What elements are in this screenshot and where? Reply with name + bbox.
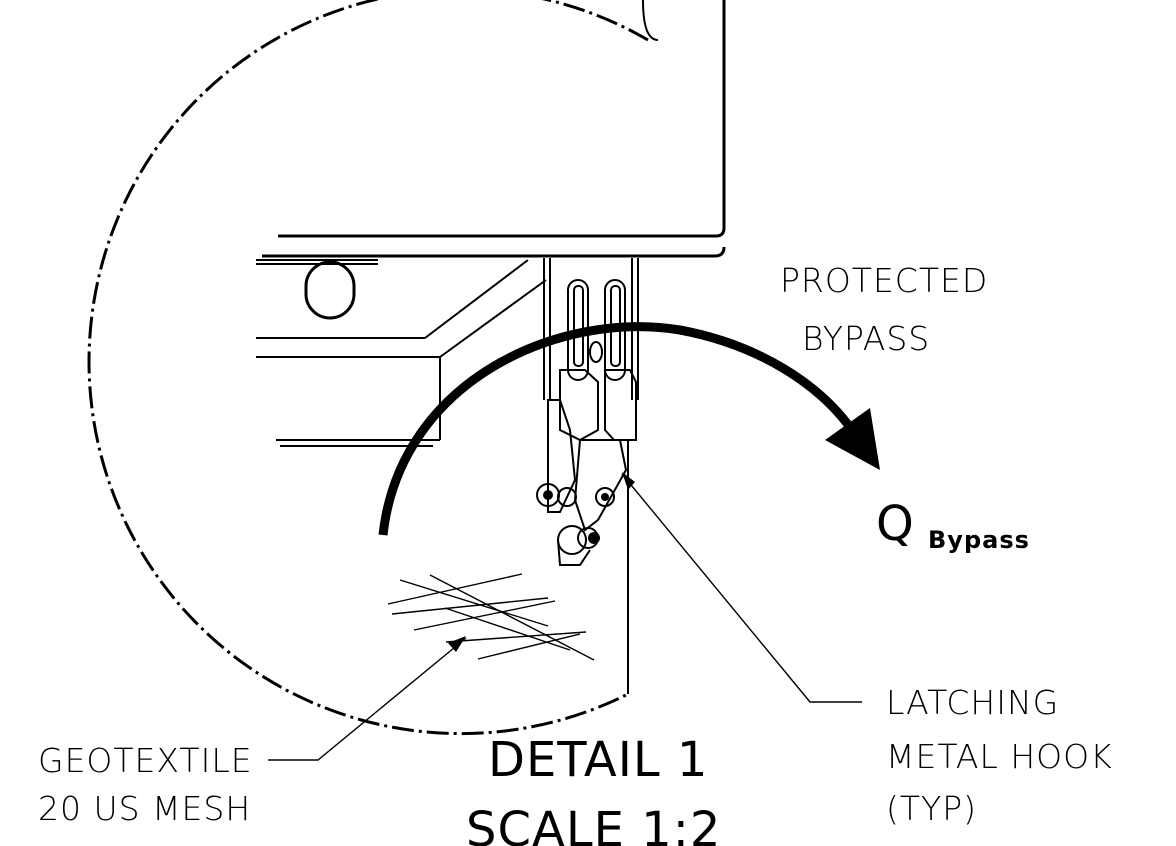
hook-rollers — [536, 483, 615, 566]
latching-hook-label-line3: (TYP) — [886, 789, 977, 828]
bypass-flow-arrow — [378, 322, 880, 536]
leader-lines — [268, 472, 862, 761]
latching-hook-label-line1: LATCHING — [886, 683, 1059, 722]
protected-bypass-label-line2: BYPASS — [802, 319, 930, 358]
detail-scale: SCALE 1:2 — [466, 802, 721, 846]
geotextile-label-line2: 20 US MESH — [38, 789, 251, 828]
housing-top — [262, 0, 726, 258]
detail-title: DETAIL 1 — [488, 732, 708, 788]
oval-slot — [304, 260, 356, 320]
frame-lines — [256, 259, 547, 447]
q-bypass-symbol: Q — [876, 496, 914, 552]
q-bypass-subscript: Bypass — [928, 526, 1030, 554]
geotextile-label-line1: GEOTEXTILE — [38, 741, 253, 780]
geotextile-mesh — [387, 573, 595, 661]
latching-hook-label-line2: METAL HOOK — [886, 737, 1113, 776]
protected-bypass-label-line1: PROTECTED — [780, 261, 988, 300]
detail-boundary-circle — [87, 0, 649, 736]
